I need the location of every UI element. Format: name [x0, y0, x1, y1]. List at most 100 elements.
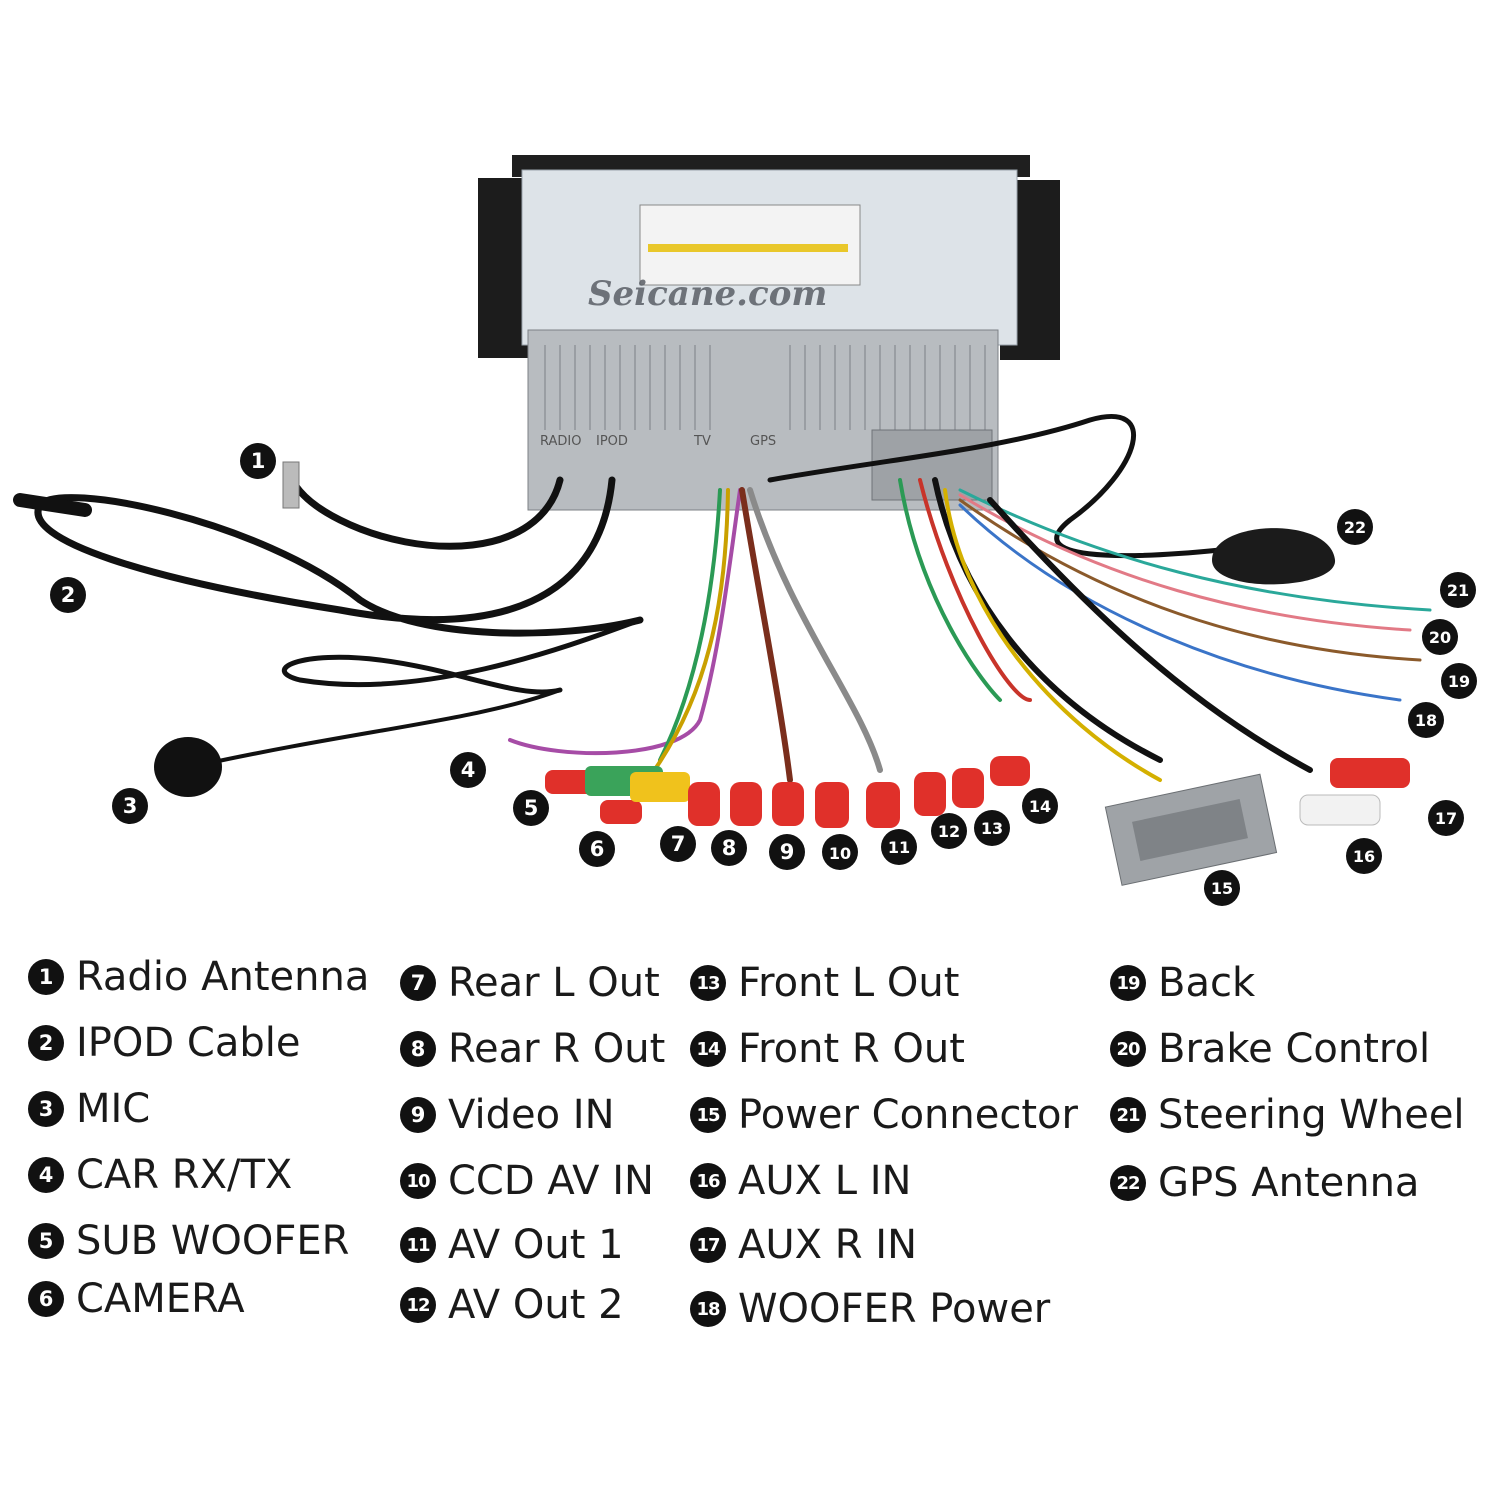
- legend-item-woofer-power: 18 WOOFER Power: [690, 1286, 1050, 1332]
- legend-item-ccd-av-in: 10 CCD AV IN: [400, 1158, 654, 1204]
- legend-item-mic: 3 MIC: [28, 1086, 150, 1132]
- legend-item-rear-r-out: 8 Rear R Out: [400, 1026, 665, 1072]
- callout-12: 12: [931, 813, 967, 849]
- sticker-warning-band: [648, 244, 848, 252]
- svg-text:13: 13: [981, 819, 1003, 838]
- legend-label: Rear R Out: [448, 1026, 666, 1072]
- legend-item-camera: 6 CAMERA: [28, 1276, 245, 1322]
- callout-2: 2: [50, 577, 86, 613]
- callout-10: 10: [822, 834, 858, 870]
- legend-label: Video IN: [448, 1092, 615, 1138]
- svg-text:22: 22: [1344, 518, 1366, 537]
- svg-text:2: 2: [61, 583, 76, 607]
- legend-label: Brake Control: [1158, 1026, 1431, 1072]
- svg-text:6: 6: [590, 837, 605, 861]
- video-in-plug: [772, 782, 804, 826]
- svg-text:11: 11: [888, 838, 910, 857]
- svg-text:5: 5: [524, 796, 539, 820]
- camera-plug: [600, 800, 642, 824]
- callout-14: 14: [1022, 788, 1058, 824]
- callouts: 1 2 3 4 5 6 7 8 9 10 11 12 13 14 15 16 1…: [50, 443, 1477, 906]
- harness-socket: [871, 429, 993, 501]
- legend-badge: 21: [1110, 1097, 1146, 1133]
- legend-badge: 17: [690, 1227, 726, 1263]
- sub-woofer-wire: [658, 488, 722, 762]
- aux-l-in-plug: [1299, 794, 1381, 826]
- power-connector: [1104, 773, 1278, 886]
- callout-20: 20: [1422, 619, 1458, 655]
- harness-black: [932, 477, 1163, 763]
- av-out-2-plug: [914, 772, 946, 816]
- callout-11: 11: [881, 829, 917, 865]
- legend-badge: 12: [400, 1287, 436, 1323]
- callout-17: 17: [1428, 800, 1464, 836]
- legend: 1 Radio Antenna 2 IPOD Cable 3 MIC 4 CAR…: [0, 940, 1500, 1360]
- port-label-radio: RADIO: [540, 434, 581, 449]
- mic-cable: [198, 688, 562, 767]
- heatsink-fins: [544, 345, 986, 430]
- legend-label: IPOD Cable: [76, 1020, 301, 1066]
- legend-item-front-r-out: 14 Front R Out: [690, 1026, 965, 1072]
- svg-text:3: 3: [123, 794, 138, 818]
- callout-5: 5: [513, 790, 549, 826]
- svg-text:12: 12: [938, 822, 960, 841]
- legend-label: SUB WOOFER: [76, 1218, 350, 1264]
- legend-badge: 14: [690, 1031, 726, 1067]
- legend-badge: 20: [1110, 1031, 1146, 1067]
- wiring-diagram-figure: Seicane.com RADIO IPOD TV GPS: [13, 155, 1477, 906]
- legend-badge: 3: [28, 1091, 64, 1127]
- aux-r-in-plug: [1330, 758, 1410, 788]
- front-r-out-plug: [990, 756, 1030, 786]
- callout-4: 4: [450, 752, 486, 788]
- legend-label: Radio Antenna: [76, 954, 370, 1000]
- head-unit: Seicane.com RADIO IPOD TV GPS: [478, 155, 1060, 511]
- callout-18: 18: [1408, 702, 1444, 738]
- legend-item-av-out-1: 11 AV Out 1: [400, 1222, 624, 1268]
- legend-label: Rear L Out: [448, 960, 660, 1006]
- callout-13: 13: [974, 810, 1010, 846]
- legend-badge: 5: [28, 1223, 64, 1259]
- callout-7: 7: [660, 826, 696, 862]
- legend-item-ipod-cable: 2 IPOD Cable: [28, 1020, 300, 1066]
- mic-cable-coil: [282, 617, 643, 695]
- svg-text:1: 1: [251, 449, 266, 473]
- legend-item-car-rx-tx: 4 CAR RX/TX: [28, 1152, 292, 1198]
- callout-6: 6: [579, 831, 615, 867]
- legend-badge: 15: [690, 1097, 726, 1133]
- svg-text:4: 4: [461, 758, 476, 782]
- legend-item-steering-wheel: 21 Steering Wheel: [1110, 1092, 1465, 1138]
- svg-text:16: 16: [1353, 847, 1375, 866]
- legend-item-aux-r-in: 17 AUX R IN: [690, 1222, 917, 1268]
- legend-badge: 4: [28, 1157, 64, 1193]
- legend-badge: 8: [400, 1031, 436, 1067]
- legend-item-brake-control: 20 Brake Control: [1110, 1026, 1430, 1072]
- legend-badge: 7: [400, 965, 436, 1001]
- legend-label: AUX L IN: [738, 1158, 912, 1204]
- ccd-av-in-plug: [815, 782, 849, 828]
- legend-item-rear-l-out: 7 Rear L Out: [400, 960, 660, 1006]
- rca-plugs: [545, 756, 1410, 828]
- callout-22: 22: [1337, 509, 1373, 545]
- svg-text:20: 20: [1429, 628, 1451, 647]
- rear-out-bundle: [739, 487, 793, 783]
- car-rx-tx-wire: [508, 488, 742, 756]
- legend-badge: 19: [1110, 965, 1146, 1001]
- svg-text:19: 19: [1448, 672, 1470, 691]
- legend-badge: 18: [690, 1291, 726, 1327]
- svg-text:7: 7: [671, 832, 686, 856]
- legend-label: Back: [1158, 960, 1256, 1006]
- legend-label: WOOFER Power: [738, 1286, 1051, 1332]
- legend-badge: 9: [400, 1097, 436, 1133]
- callout-9: 9: [769, 834, 805, 870]
- callout-3: 3: [112, 788, 148, 824]
- legend-label: CAMERA: [76, 1276, 245, 1322]
- legend-item-back: 19 Back: [1110, 960, 1255, 1006]
- callout-15: 15: [1204, 870, 1240, 906]
- svg-text:17: 17: [1435, 809, 1457, 828]
- legend-badge: 13: [690, 965, 726, 1001]
- av-out-bundle: [747, 487, 883, 773]
- legend-item-video-in: 9 Video IN: [400, 1092, 615, 1138]
- legend-label: Steering Wheel: [1158, 1092, 1465, 1138]
- mic-foam: [154, 737, 222, 797]
- ipod-connector: [13, 493, 92, 517]
